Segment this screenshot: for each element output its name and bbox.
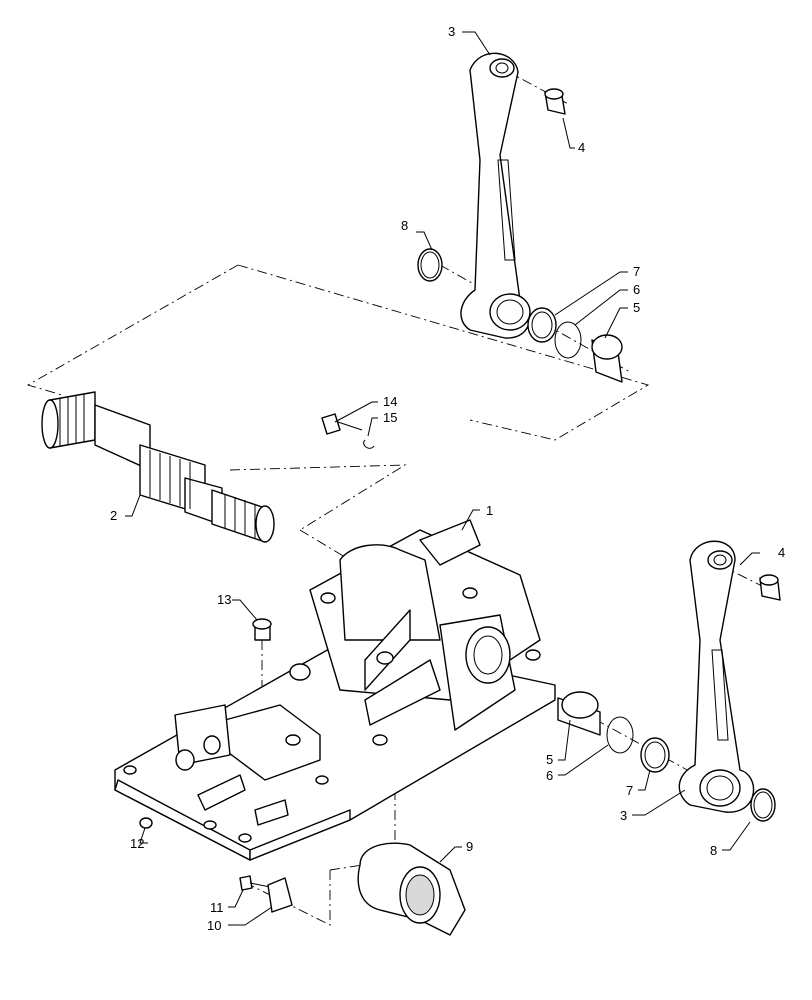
circlip-upper xyxy=(417,248,443,282)
callout-5-lower: 5 xyxy=(546,752,553,767)
oring-lower xyxy=(606,716,634,754)
leader-lines xyxy=(125,31,760,926)
splined-shaft xyxy=(41,391,275,543)
callout-4-upper: 4 xyxy=(578,140,585,155)
pin-lower xyxy=(759,574,781,601)
callout-10: 10 xyxy=(207,918,221,933)
lift-housing-cover xyxy=(114,519,556,861)
circlip-lower xyxy=(750,788,776,822)
bushing-upper xyxy=(591,334,623,383)
callout-7-upper: 7 xyxy=(633,264,640,279)
callout-3-upper: 3 xyxy=(448,24,455,39)
lower-lift-arm xyxy=(678,540,755,813)
callout-6-upper: 6 xyxy=(633,282,640,297)
callout-1: 1 xyxy=(486,503,493,518)
oring-upper xyxy=(554,321,582,359)
callout-15: 15 xyxy=(383,410,397,425)
washer-upper xyxy=(527,307,557,343)
upper-lift-arm xyxy=(460,52,531,339)
bolt-14 xyxy=(321,413,363,435)
callout-13: 13 xyxy=(217,592,231,607)
plug-12 xyxy=(139,817,153,829)
callout-12: 12 xyxy=(130,836,144,851)
callout-7-lower: 7 xyxy=(626,783,633,798)
callout-labels: 1 2 3 3 4 4 5 5 6 6 7 7 8 8 9 10 11 12 1… xyxy=(110,24,785,933)
callout-9: 9 xyxy=(466,839,473,854)
callout-8-lower: 8 xyxy=(710,843,717,858)
bracket-10 xyxy=(267,877,293,913)
cylinder-part-9 xyxy=(357,842,466,936)
callout-14: 14 xyxy=(383,394,397,409)
washer-lower xyxy=(640,737,670,773)
bushing-lower xyxy=(557,691,601,736)
callout-8-upper: 8 xyxy=(401,218,408,233)
pin-upper xyxy=(544,88,566,115)
bolt-13 xyxy=(252,618,272,641)
callout-3-lower: 3 xyxy=(620,808,627,823)
clip-15 xyxy=(363,439,375,449)
callout-11: 11 xyxy=(210,900,224,915)
callout-6-lower: 6 xyxy=(546,768,553,783)
callout-5-upper: 5 xyxy=(633,300,640,315)
callout-4-lower: 4 xyxy=(778,545,785,560)
callout-2: 2 xyxy=(110,508,117,523)
